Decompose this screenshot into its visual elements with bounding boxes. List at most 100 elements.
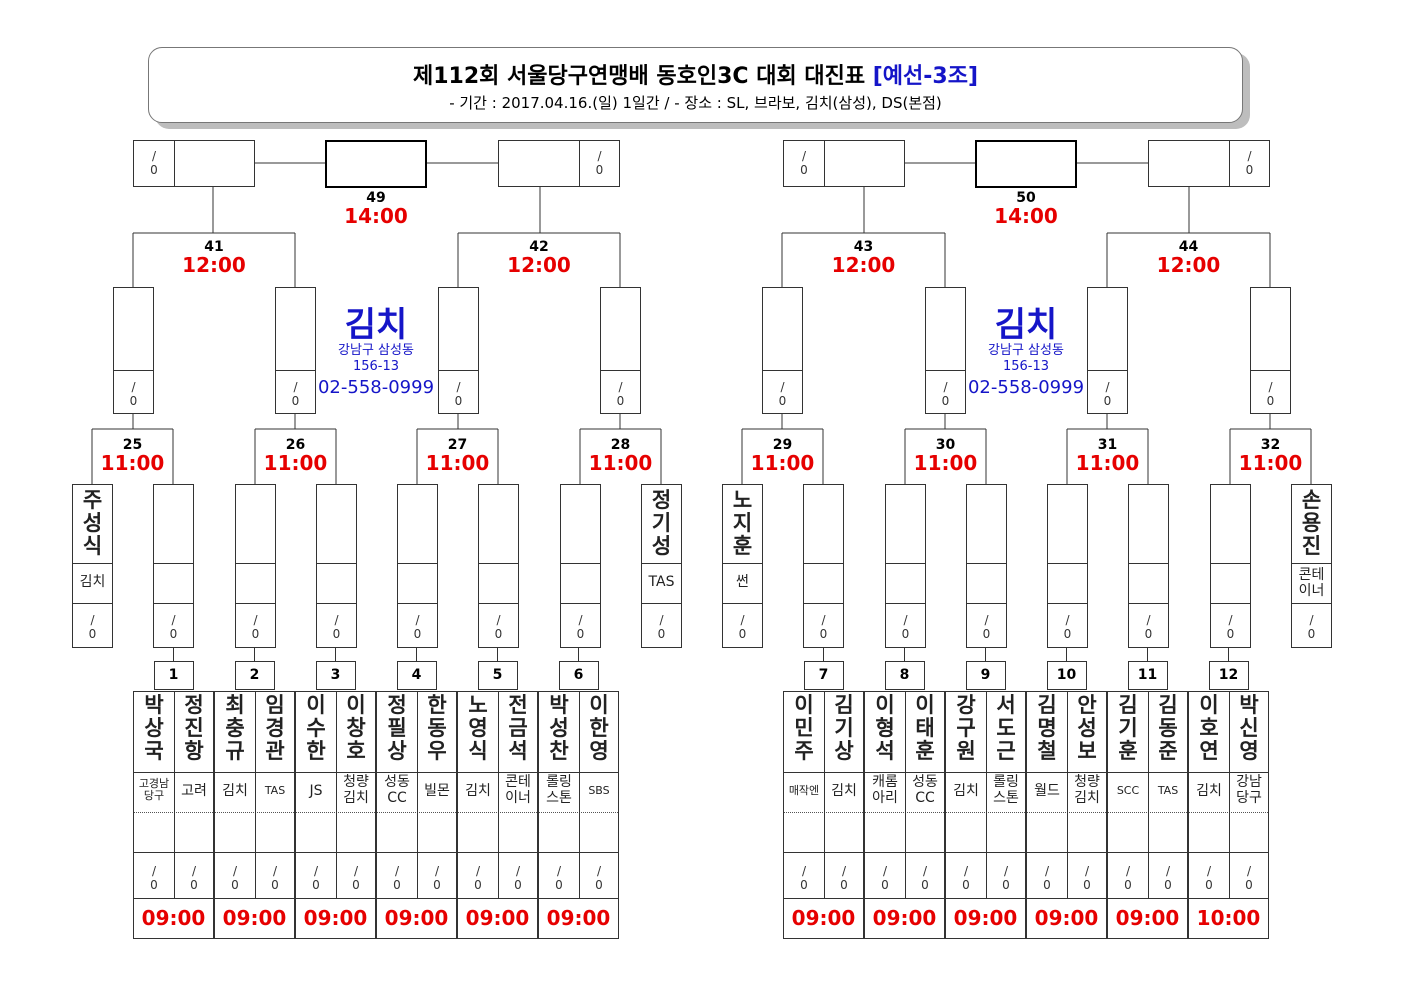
match-time: 09:00: [546, 906, 611, 930]
box-divider: [1088, 370, 1127, 371]
match-number-cell: 2: [234, 661, 275, 690]
player-name: 이 호 연: [1199, 693, 1219, 763]
box-divider: [804, 603, 843, 604]
row-divider: [1108, 772, 1187, 773]
score-value: /0: [657, 613, 666, 641]
score-value: /0: [595, 864, 603, 892]
player-club: SCC: [1116, 784, 1140, 797]
score-value: /0: [982, 613, 991, 641]
player-name: 안 성 보: [1077, 693, 1097, 763]
score-value: /0: [1245, 149, 1254, 177]
player-club: 월드: [1034, 783, 1060, 799]
player-club: 성동 CC: [912, 774, 938, 806]
box-divider: [967, 563, 1006, 564]
player-club: 김치: [953, 783, 979, 799]
box-divider: [317, 603, 356, 604]
match-time: 09:00: [384, 906, 449, 930]
box-divider: [1129, 603, 1168, 604]
score-value: /0: [291, 380, 300, 408]
box-divider: [723, 603, 762, 604]
advance-slot-box: /0: [966, 484, 1007, 648]
row-divider: [377, 772, 456, 773]
score-value: /0: [169, 613, 178, 641]
player-club: 콘테 이너: [1298, 567, 1325, 599]
column-divider: [824, 692, 825, 898]
match-number-cell: 11: [1127, 661, 1168, 690]
player-name: 이 형 석: [875, 693, 895, 763]
semi-match-number: 41: [204, 239, 224, 255]
row-divider: [215, 898, 294, 899]
player-club: 김치: [222, 783, 248, 799]
column-divider: [255, 692, 256, 898]
row-divider: [296, 812, 375, 813]
player-club: 롤링 스톤: [546, 774, 572, 806]
advance-slot-box: /0: [153, 484, 194, 648]
advance-slot-box: /0: [478, 484, 519, 648]
column-divider: [1229, 692, 1230, 898]
player-name: 서 도 근: [996, 693, 1016, 763]
row-divider: [458, 772, 537, 773]
box-divider: [73, 603, 112, 604]
header-box: 제112회 서울당구연맹배 동호인3C 대회 대진표 [예선-3조] - 기간 …: [148, 47, 1243, 123]
row-divider: [1108, 898, 1187, 899]
box-divider: [398, 563, 437, 564]
player-name: 김 명 철: [1037, 693, 1057, 763]
box-divider: [561, 563, 600, 564]
score-value: /0: [332, 613, 341, 641]
score-value: /0: [150, 149, 158, 177]
row-divider: [1108, 852, 1187, 853]
semi-match-number: 44: [1178, 239, 1199, 255]
score-value: /0: [150, 864, 158, 892]
venue-address-detail: 156-13: [352, 359, 400, 374]
player-name: 정 필 상: [387, 693, 407, 763]
score-value: /0: [1103, 380, 1112, 408]
box-divider: [763, 370, 802, 371]
player-name: 박 성 찬: [549, 693, 569, 763]
column-divider: [1067, 692, 1068, 898]
advance-slot-box: /0: [1210, 484, 1251, 648]
player-name: 손 용 진: [1301, 488, 1322, 558]
row-divider: [296, 898, 375, 899]
row-divider: [1108, 812, 1187, 813]
row-divider: [1027, 852, 1106, 853]
second-round-match-time: 11:00: [1238, 451, 1303, 475]
semi-match-time: 12:00: [831, 253, 896, 277]
player-name: 김 동 준: [1158, 693, 1178, 763]
page-title: 제112회 서울당구연맹배 동호인3C 대회 대진표 [예선-3조]: [149, 58, 1242, 90]
score-value: /0: [1002, 864, 1010, 892]
advance-slot-box: /0: [397, 484, 438, 648]
row-divider: [215, 812, 294, 813]
score-value: /0: [819, 613, 828, 641]
advance-slot-box: /0: [1047, 484, 1088, 648]
row-divider: [458, 852, 537, 853]
second-round-match-time: 11:00: [913, 451, 978, 475]
venue-address: 강남구 삼성동: [988, 343, 1064, 358]
player-name: 한 동 우: [427, 693, 447, 763]
score-value: /0: [738, 613, 747, 641]
score-value: /0: [433, 864, 441, 892]
score-value: /0: [1164, 864, 1172, 892]
semi-match-time: 12:00: [1156, 253, 1221, 277]
box-divider: [114, 370, 153, 371]
match-time: 09:00: [1115, 906, 1180, 930]
column-divider: [905, 692, 906, 898]
box-divider: [642, 603, 681, 604]
match-time: 09:00: [465, 906, 530, 930]
